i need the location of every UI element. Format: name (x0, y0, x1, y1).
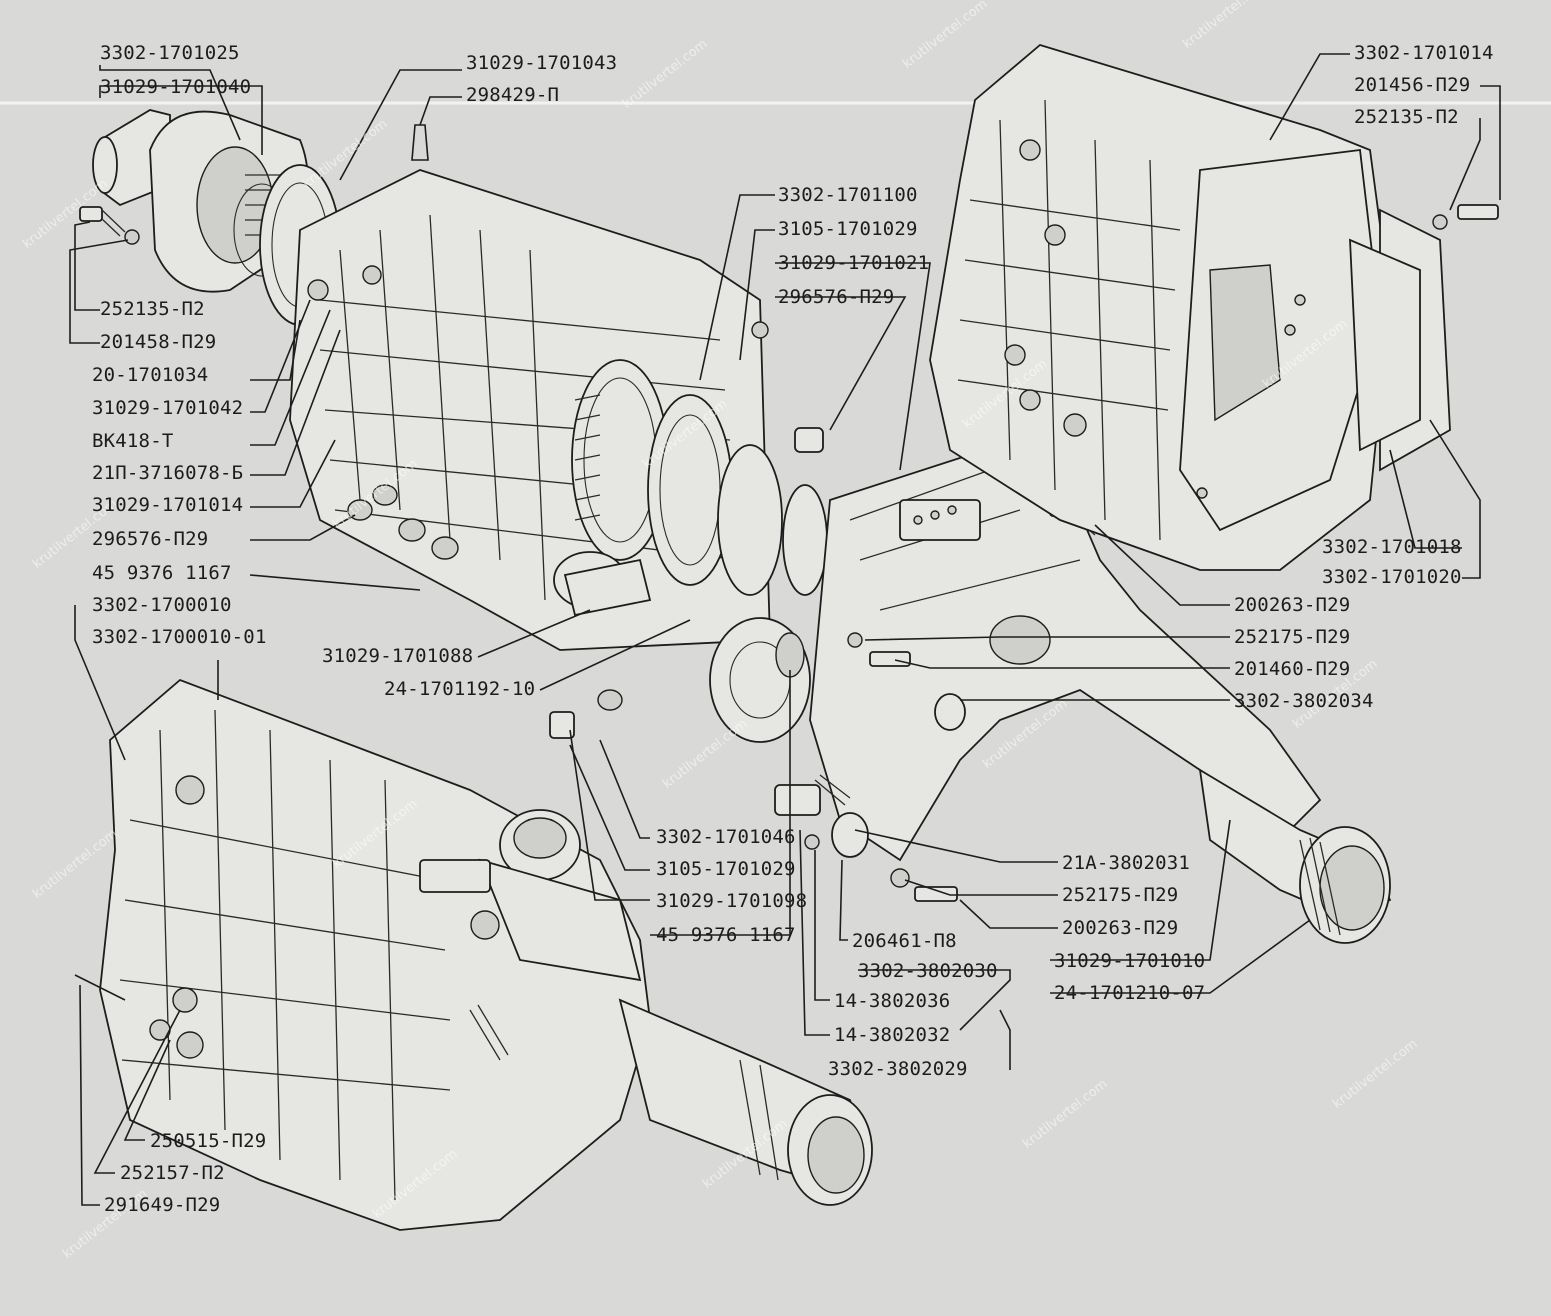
part-label: 45 9376 1167 (656, 924, 796, 946)
part-label: 3302-1700010 (92, 594, 232, 616)
part-label: 201458-П29 (100, 331, 217, 353)
part-label: 252135-П2 (1354, 106, 1459, 128)
part-label: 206461-П8 (852, 930, 957, 952)
part-label: ВК418-Т (92, 430, 174, 452)
part-label: 3302-3802034 (1234, 690, 1374, 712)
part-label: 3302-1701014 (1354, 42, 1494, 64)
part-label: 21А-3802031 (1062, 852, 1191, 874)
part-label: 31029-1701043 (466, 52, 618, 74)
rear-extension-center (774, 444, 1392, 944)
part-label: 24-1701210-07 (1054, 982, 1206, 1004)
part-label: 31029-1701014 (92, 494, 244, 516)
part-label: 21П-3716078-Б (92, 462, 244, 484)
part-label: 31029-1701098 (656, 890, 808, 912)
part-label: 31029-1701042 (92, 397, 244, 419)
part-label: 250515-П29 (150, 1130, 267, 1152)
part-label: 252135-П2 (100, 298, 205, 320)
input-shaft-assembly (92, 109, 341, 326)
gear-cluster (549, 359, 828, 743)
part-label: 45 9376 1167 (92, 562, 232, 584)
part-label: 14-3802032 (834, 1024, 951, 1046)
part-label: 201456-П29 (1354, 74, 1471, 96)
part-label: 200263-П29 (1062, 917, 1179, 939)
part-label: 3105-1701029 (656, 858, 796, 880)
part-label: 31029-1701010 (1054, 950, 1206, 972)
part-label: 291649-П29 (104, 1194, 221, 1216)
part-label: 201460-П29 (1234, 658, 1351, 680)
part-label: 20-1701034 (92, 364, 209, 386)
part-label: 296576-П29 (778, 286, 895, 308)
part-label: 252157-П2 (120, 1162, 225, 1184)
part-label: 31029-1701088 (322, 645, 474, 667)
part-label: 3302-3802029 (828, 1058, 968, 1080)
part-label: 298429-П (466, 84, 560, 106)
part-label: 3302-1701100 (778, 184, 918, 206)
part-label: 3302-1701046 (656, 826, 796, 848)
part-label: 3302-1701018 (1322, 536, 1462, 558)
part-label: 31029-1701040 (100, 76, 252, 98)
part-label: 24-1701192-10 (384, 678, 536, 700)
part-label: 252175-П29 (1234, 626, 1351, 648)
part-label: 3105-1701029 (778, 218, 918, 240)
part-label: 3302-1700010-01 (92, 626, 267, 648)
part-label: 14-3802036 (834, 990, 951, 1012)
part-label: 3302-1701025 (100, 42, 240, 64)
part-label: 252175-П29 (1062, 884, 1179, 906)
bolt-washer-topleft (79, 206, 140, 245)
part-label: 3302-1701020 (1322, 566, 1462, 588)
part-label: 200263-П29 (1234, 594, 1351, 616)
part-label: 31029-1701021 (778, 252, 930, 274)
leader-lines (69, 53, 1501, 1206)
part-label: 296576-П29 (92, 528, 209, 550)
housing-top-right (929, 43, 1499, 571)
assembled-gearbox-bottom (74, 660, 873, 1231)
part-label: 3302-3802030 (858, 960, 998, 982)
